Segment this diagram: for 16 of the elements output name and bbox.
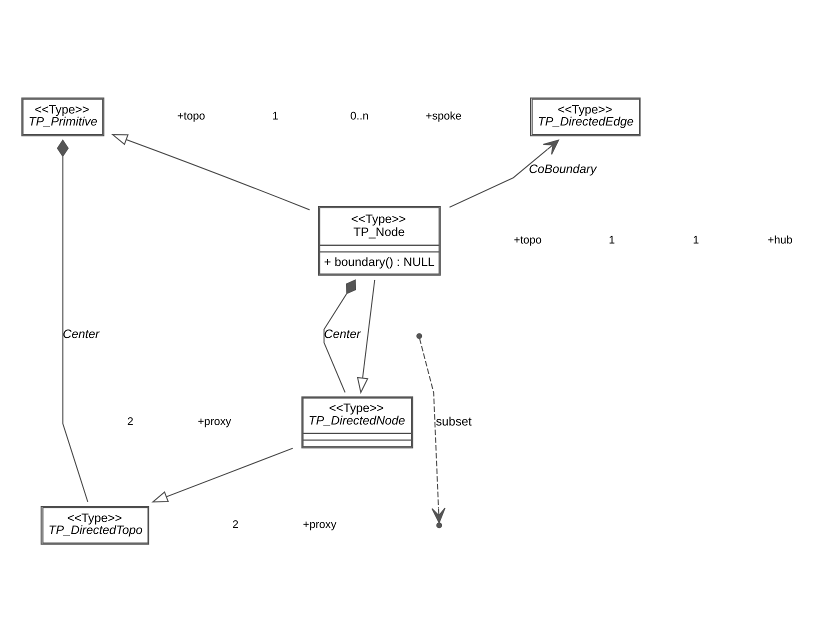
label: 1 [272, 110, 278, 122]
label: +proxy [198, 416, 232, 428]
label: +hub [768, 234, 793, 246]
label: +topo [514, 234, 542, 246]
label: 1 [608, 234, 615, 246]
edge-label: CoBoundary [528, 162, 596, 176]
label: 1 [692, 234, 700, 246]
label: 2 [232, 518, 239, 531]
edge-label: Center [62, 326, 100, 341]
label: +proxy [302, 518, 336, 531]
label: +topo [177, 110, 206, 122]
label: +spoke [426, 110, 462, 122]
edge-label: Center [324, 326, 361, 341]
edge-label: subset [436, 414, 472, 428]
label: 0..n [350, 110, 369, 122]
label: 2 [127, 416, 134, 428]
